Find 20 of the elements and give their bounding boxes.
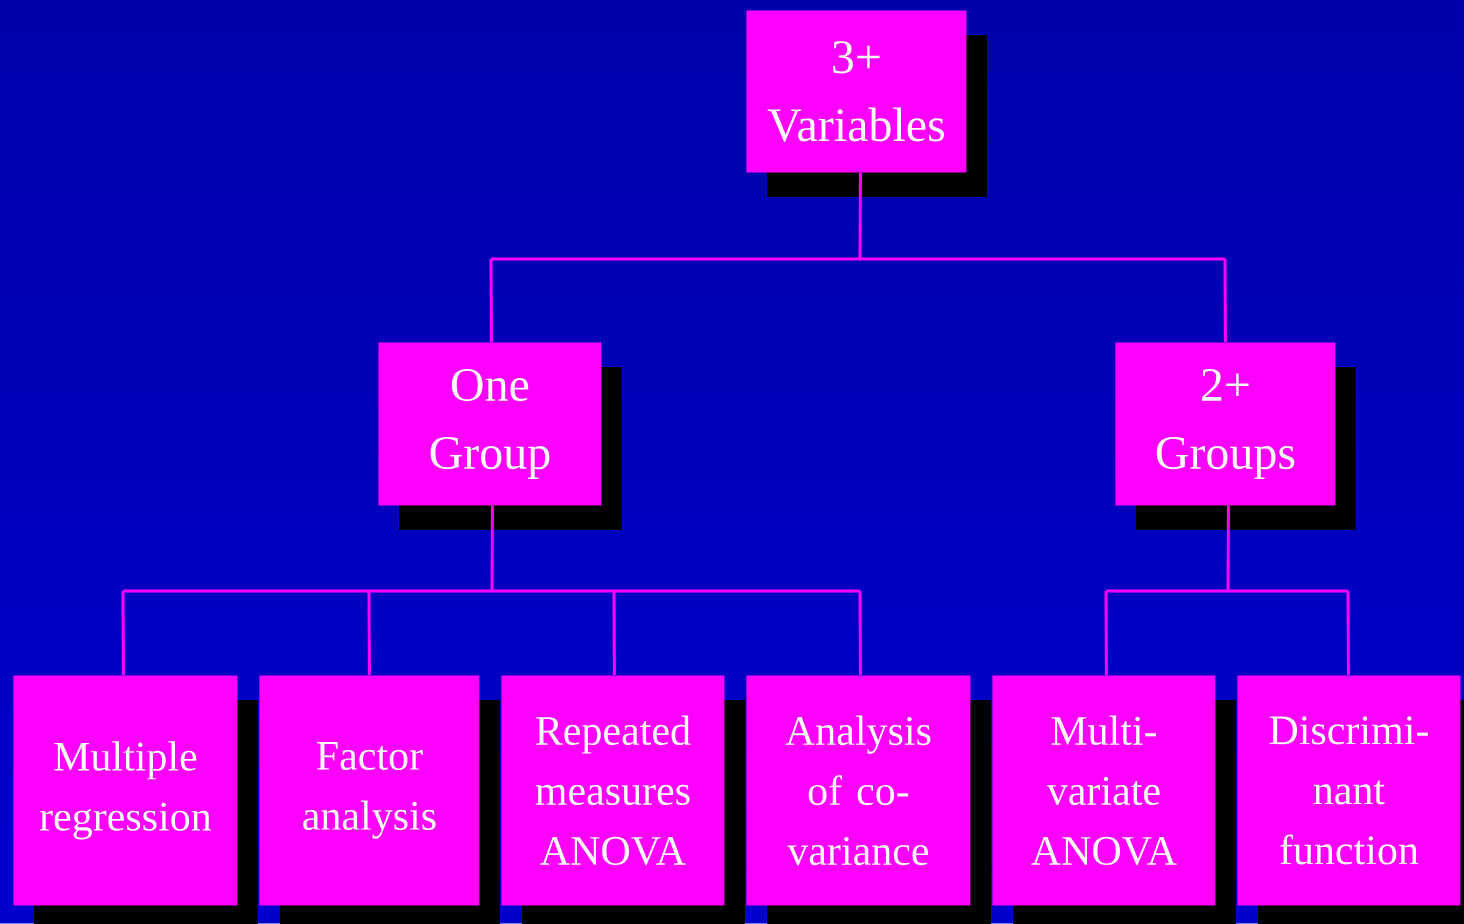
box: Analysis of co- variance — [746, 675, 991, 924]
connector-line — [121, 591, 125, 675]
connector-line — [858, 590, 862, 675]
box: Factor analysis — [259, 675, 500, 924]
box: Discrimi- nant function — [1237, 675, 1464, 924]
connector-line — [1346, 591, 1350, 675]
connector-line — [489, 259, 493, 342]
connector-line — [489, 172, 1225, 261]
connector-line — [367, 590, 371, 675]
connector-line — [1223, 259, 1227, 342]
connector-line — [1104, 505, 1348, 593]
box: Multiple regression — [13, 675, 258, 924]
box: Multi- variate ANOVA — [992, 675, 1236, 924]
connector-line — [1104, 591, 1108, 675]
connector-line — [612, 591, 616, 675]
box: Repeated measures ANOVA — [501, 675, 745, 924]
connector-line — [121, 505, 860, 593]
box: 2+ Groups — [1115, 342, 1356, 530]
box: One Group — [378, 342, 622, 530]
box: 3+ Variables — [746, 10, 987, 197]
